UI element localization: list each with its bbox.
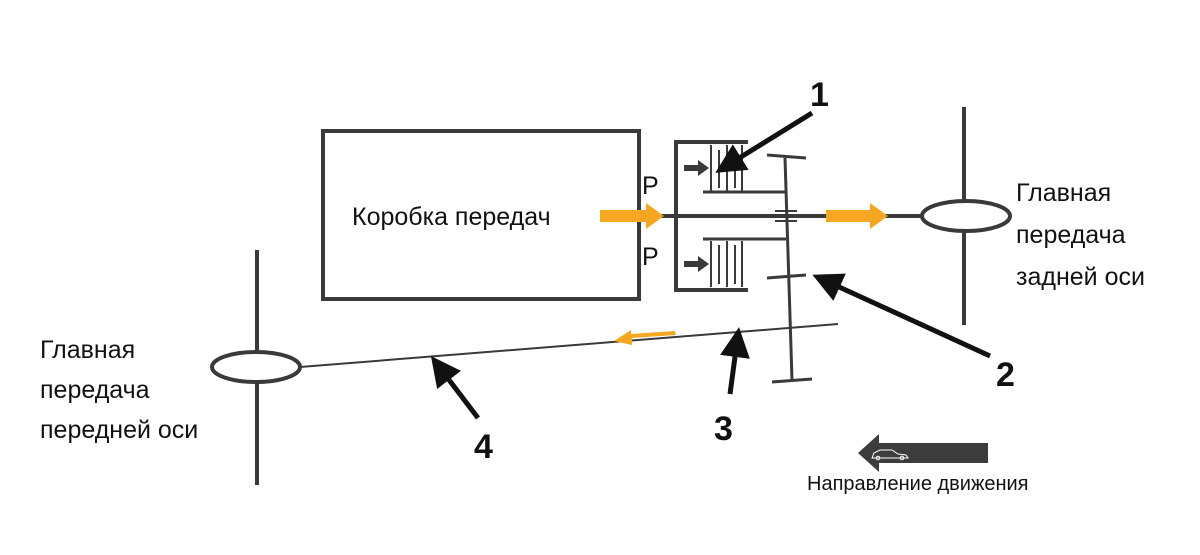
callout-2: 2 (996, 356, 1015, 394)
clutch-housing (674, 140, 748, 292)
port-bottom-label: P (642, 243, 659, 271)
rear-axle-label-line3: задней оси (1016, 263, 1145, 291)
front-axle-label-line3: передней оси (40, 416, 198, 444)
front-differential (210, 350, 302, 384)
callout-arrow-2 (812, 273, 992, 359)
rear-axle-label-line1: Главная (1016, 179, 1111, 207)
rear-axle-label-line2: передача (1016, 221, 1126, 249)
rear-differential (920, 199, 1012, 233)
front-propshaft (299, 323, 839, 368)
callout-arrow-4 (430, 356, 480, 420)
flow-arrow-rear (826, 203, 888, 229)
callout-3: 3 (714, 410, 733, 448)
sprocket-bottom (771, 377, 813, 384)
direction-arrow (858, 434, 988, 472)
callout-arrow-1 (715, 110, 814, 173)
sprocket-top (766, 153, 807, 160)
car-icon (871, 449, 909, 461)
piston-arrow-lower (684, 256, 709, 272)
sprocket-mid (766, 273, 807, 280)
clutch-plates-upper (710, 145, 743, 192)
gearbox-label: Коробка передач (352, 203, 551, 231)
flow-arrow-input (600, 203, 664, 229)
transfer-link (783, 157, 794, 381)
flow-arrow-front (614, 330, 676, 345)
callout-1: 1 (810, 76, 829, 114)
front-axle-label-line2: передача (40, 376, 150, 404)
callout-arrow-3 (720, 327, 750, 395)
direction-label: Направление движения (807, 473, 1029, 495)
port-top-label: P (642, 172, 659, 200)
clutch-plates-lower (710, 241, 743, 287)
front-axle-label-line1: Главная (40, 336, 135, 364)
piston-arrow-upper (684, 160, 709, 176)
callout-4: 4 (474, 428, 493, 466)
